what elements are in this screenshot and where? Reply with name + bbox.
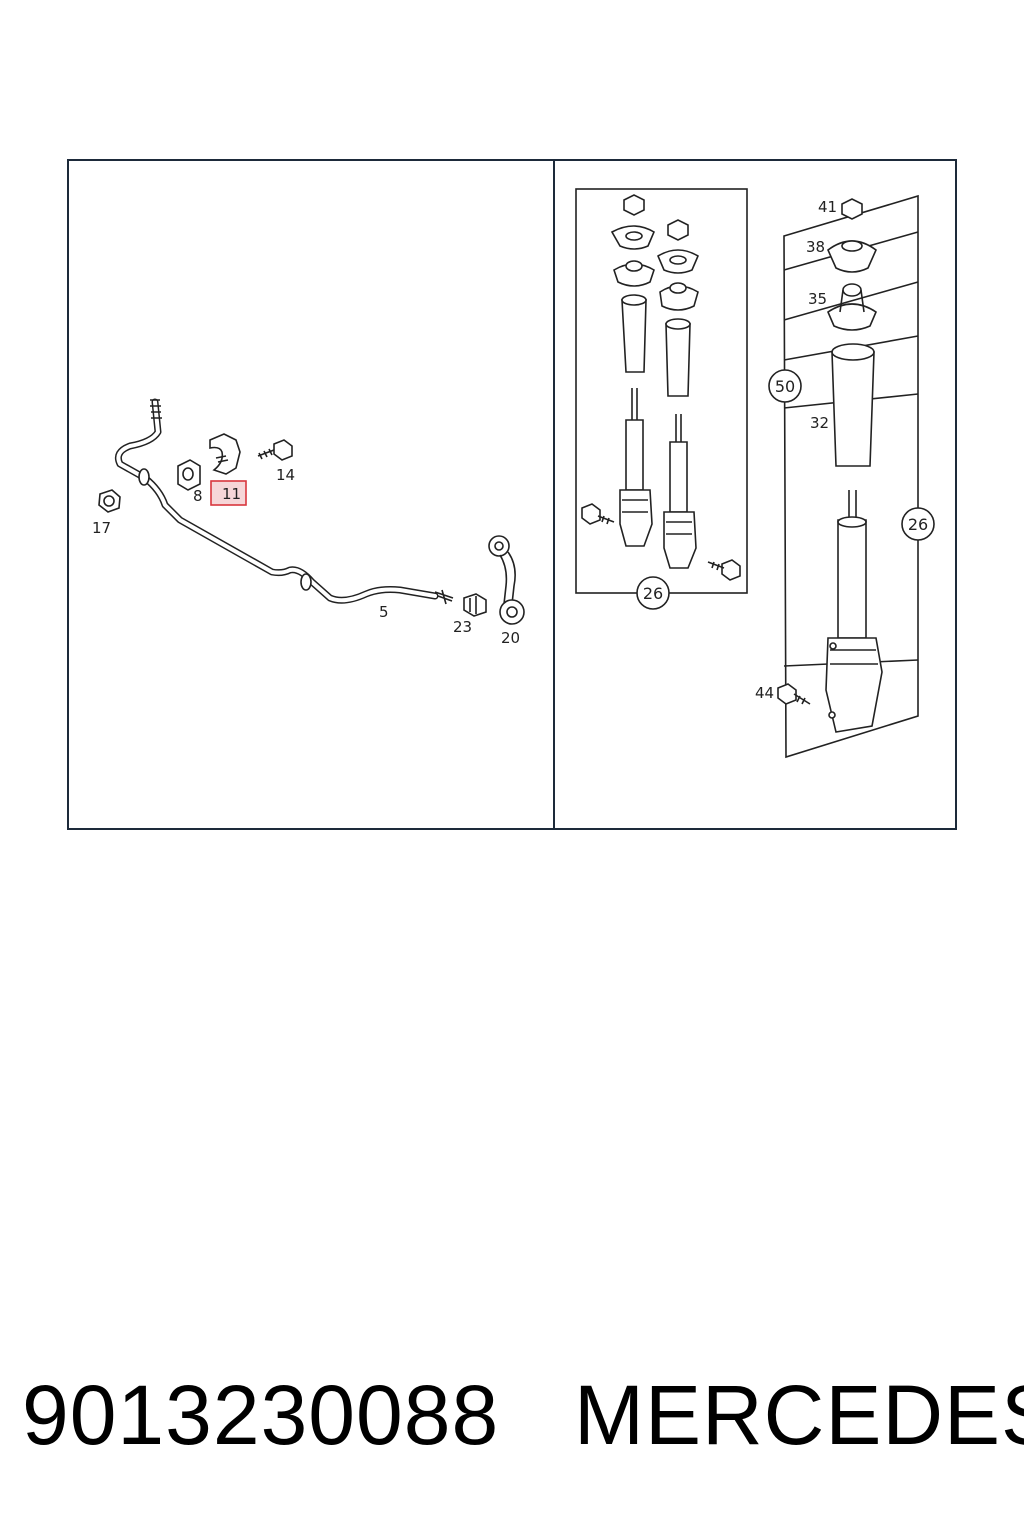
exploded-strut-parts — [825, 198, 883, 733]
strut-bolt-a — [581, 503, 615, 525]
callout-8: 8 — [193, 487, 203, 505]
callout-20: 20 — [501, 629, 520, 647]
brand-name: MERCEDES — [574, 1368, 1024, 1462]
callout-23: 23 — [453, 618, 472, 636]
bushing-part-23 — [463, 593, 487, 617]
callout-50-circle — [768, 369, 802, 403]
callout-26b: 26 — [908, 515, 928, 534]
callout-11: 11 — [222, 485, 241, 503]
footer: 9013230088 MERCEDES — [0, 1360, 1024, 1470]
callout-5: 5 — [379, 603, 389, 621]
callout-44: 44 — [755, 684, 774, 702]
callout-17: 17 — [92, 519, 111, 537]
callout-26-circle-a — [636, 576, 670, 610]
strut-bolt-b — [707, 559, 741, 581]
stabilizer-bar-assembly — [114, 398, 454, 605]
strut-set-box — [575, 188, 748, 594]
callout-38: 38 — [806, 238, 825, 256]
bolt-part-14 — [257, 439, 293, 461]
link-rod-part-20 — [488, 535, 525, 625]
nut-part-17 — [98, 489, 121, 513]
bushing-part-8 — [177, 459, 201, 491]
callout-50: 50 — [775, 377, 795, 396]
highlight-box-11 — [210, 480, 247, 506]
callout-32: 32 — [810, 414, 829, 432]
diagram-frame — [67, 159, 957, 830]
strut-assembly-b — [656, 219, 700, 569]
parts-diagram: 5 8 11 14 17 23 20 — [67, 159, 957, 830]
strut-assembly-a — [610, 194, 656, 547]
callout-35: 35 — [808, 290, 827, 308]
clamp-bracket-part-11 — [209, 433, 241, 475]
callout-26a: 26 — [643, 584, 663, 603]
callout-14: 14 — [276, 466, 295, 484]
callout-26-circle-b — [901, 507, 935, 541]
exploded-strut-outline — [783, 194, 919, 759]
part-number: 9013230088 — [22, 1368, 500, 1462]
callout-41: 41 — [818, 198, 837, 216]
strut-bolt-44 — [777, 683, 811, 705]
